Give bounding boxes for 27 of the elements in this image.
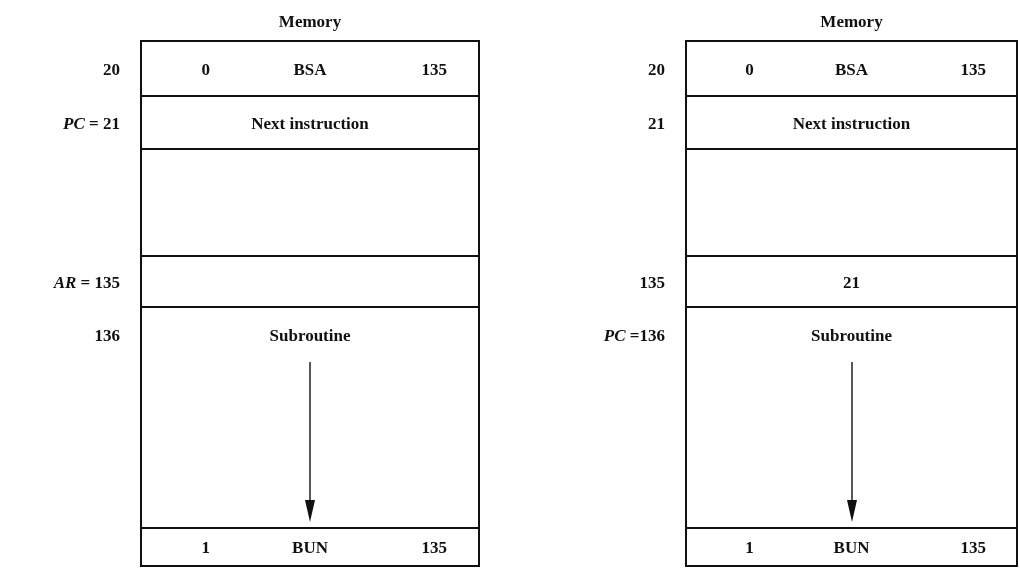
address-label: 20 [648, 59, 665, 80]
word-content: Next instruction [792, 113, 911, 134]
opcode: BSA [293, 59, 327, 80]
opcode: BUN [833, 538, 870, 558]
word-content: Next instruction [251, 113, 369, 134]
address-field: 135 [421, 59, 448, 80]
address-label: 135 [639, 272, 665, 293]
address-label: PC =136 [603, 326, 665, 346]
address-field: 135 [960, 538, 986, 558]
address-label: 136 [94, 326, 120, 346]
table-heading: Memory [278, 12, 342, 32]
address-label: PC = 21 [63, 113, 120, 134]
indirect-bit: 1 [745, 538, 754, 558]
word-content: 21 [843, 272, 860, 293]
address-field: 135 [960, 59, 986, 80]
opcode: BUN [292, 538, 328, 558]
address-field: 135 [421, 538, 448, 558]
opcode: BSA [834, 59, 869, 80]
indirect-bit: 0 [201, 59, 211, 80]
indirect-bit: 0 [745, 59, 754, 80]
address-label: 20 [103, 59, 120, 80]
table-heading: Memory [820, 12, 883, 32]
word-content: Subroutine [269, 326, 351, 346]
word-content: Subroutine [811, 326, 892, 346]
address-label: AR = 135 [53, 272, 120, 293]
address-label: 21 [648, 113, 665, 134]
indirect-bit: 1 [201, 538, 211, 558]
